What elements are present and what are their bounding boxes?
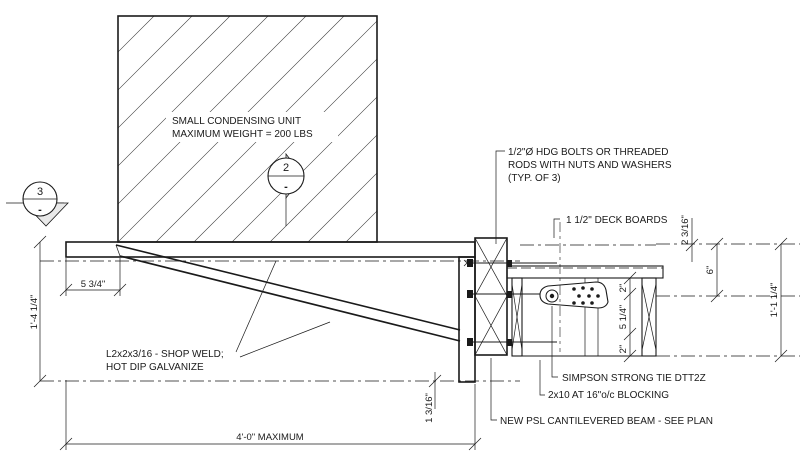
section-mark-2: 2 -	[267, 152, 305, 226]
section-mark-2-number: 2	[283, 162, 289, 174]
bolt-note-line1: 1/2"Ø HDG BOLTS OR THREADED	[508, 147, 668, 158]
dim-right-height: 1'-1 1/4"	[769, 283, 780, 318]
dim-bottom-offset: 1 3/16"	[424, 393, 435, 423]
bolt-note-line3: (TYP. OF 3)	[508, 173, 561, 184]
dim-six: 6"	[705, 266, 716, 275]
rim-joist	[511, 277, 523, 357]
condensing-unit: SMALL CONDENSING UNIT MAXIMUM WEIGHT = 2…	[117, 15, 378, 243]
simpson-tie-down	[539, 281, 609, 309]
angle-note-line2: HOT DIP GALVANIZE	[106, 362, 204, 373]
dim-two-bottom: 2"	[618, 345, 629, 354]
notes: 1/2"Ø HDG BOLTS OR THREADED RODS WITH NU…	[106, 147, 713, 427]
deck-boards	[506, 265, 664, 279]
dim-offset: 5 3/4"	[81, 279, 106, 290]
angle-top-leg	[65, 241, 476, 258]
angle-vertical-leg	[458, 256, 476, 383]
psl-beam-outline	[474, 237, 508, 356]
dim-length: 4'-0" MAXIMUM	[236, 432, 304, 443]
dimensions: 1'-4 1/4" 5 3/4" 1 3/16" 4'-0" MAXIMUM 2…	[29, 215, 788, 451]
steel-angle-bracket	[65, 241, 476, 383]
angle-note-line1: L2x2x3/16 - SHOP WELD;	[106, 349, 224, 360]
bolt-head-1	[467, 259, 473, 267]
dim-left-height: 1'-4 1/4"	[29, 295, 40, 330]
bolt-head-3	[467, 338, 473, 346]
beam-note: NEW PSL CANTILEVERED BEAM - SEE PLAN	[500, 416, 713, 427]
unit-label-line2: MAXIMUM WEIGHT = 200 LBS	[172, 129, 313, 140]
unit-label-mask	[166, 112, 338, 142]
deck-note: 1 1/2" DECK BOARDS	[566, 215, 668, 226]
joist-note: 2x10 AT 16"o/c BLOCKING	[548, 390, 669, 401]
angle-diagonal-brace-1	[115, 244, 461, 331]
unit-label-line1: SMALL CONDENSING UNIT	[172, 116, 301, 127]
tie-note: SIMPSON STRONG TIE DTT2Z	[562, 373, 706, 384]
bolt-note-line2: RODS WITH NUTS AND WASHERS	[508, 160, 672, 171]
dim-two-top: 2"	[618, 284, 629, 293]
section-mark-2-sheet: -	[284, 181, 288, 193]
dim-top-right: 2 3/16"	[680, 215, 691, 245]
psl-beam	[474, 237, 508, 356]
dim-five-quarter: 5 1/4"	[618, 305, 629, 330]
section-mark-3: 3 -	[6, 181, 69, 227]
section-mark-3-sheet: -	[38, 204, 42, 216]
leader-lines	[235, 150, 560, 421]
section-mark-3-number: 3	[37, 186, 43, 198]
angle-diagonal-brace-2	[119, 255, 461, 342]
bolt-head-2	[467, 290, 473, 298]
